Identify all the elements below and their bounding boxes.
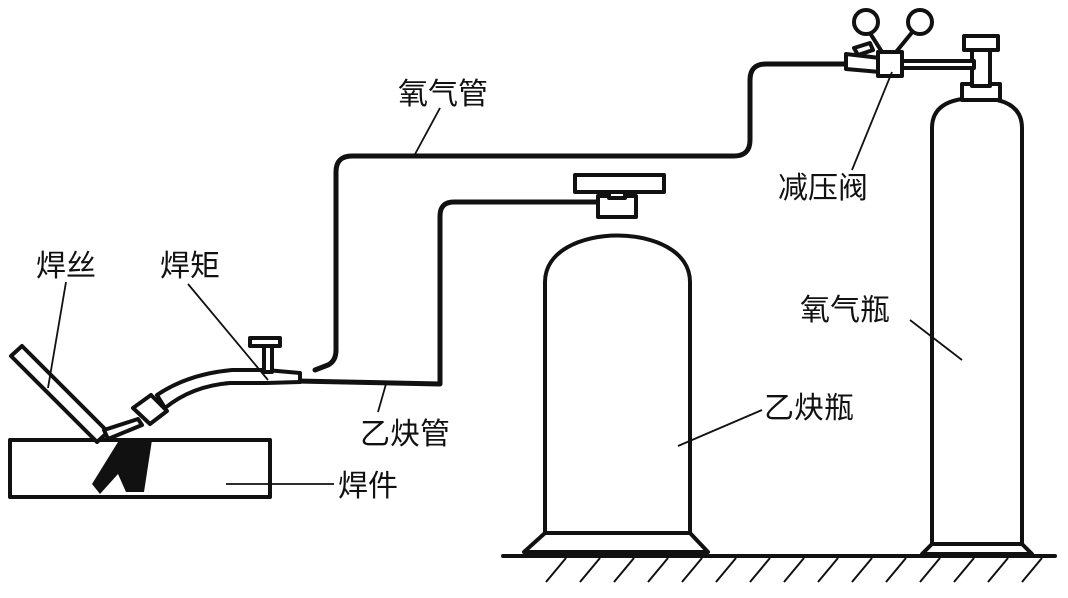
welding-wire: [9, 344, 110, 444]
reducer-adjust-screw: [852, 41, 875, 57]
reducer-body: [876, 50, 904, 78]
torch-tip: [102, 417, 144, 441]
leader-welding-wire: [47, 281, 67, 389]
ground-hatching: [545, 557, 1043, 583]
pressure-reducer: [844, 8, 976, 78]
leader-acetylene-hose: [377, 383, 387, 413]
oxygen-cylinder-base: [920, 542, 1034, 556]
label-oxygen-hose: 氧气管: [398, 77, 488, 112]
reducer-hose-fitting: [844, 52, 882, 74]
oxygen-cylinder: [920, 34, 1034, 556]
torch-valve-knob: [248, 336, 282, 348]
label-pressure-reducer: 减压阀: [778, 171, 868, 206]
label-oxygen-cylinder: 氧气瓶: [800, 293, 890, 328]
ground: [501, 554, 1057, 583]
acetylene-cylinder: [522, 173, 710, 554]
oxygen-hose: [312, 61, 849, 373]
leader-oxygen-hose: [413, 107, 441, 157]
leader-torch: [187, 283, 269, 381]
acetylene-hose: [293, 199, 599, 387]
acetylene-cylinder-body: [543, 233, 692, 535]
reducer-gauge-left: [852, 8, 880, 36]
label-acetylene-cylinder: 乙炔瓶: [764, 391, 854, 426]
workpiece: [8, 438, 272, 499]
acetylene-valve-cap: [573, 173, 666, 194]
weld-seam: [92, 440, 152, 494]
reducer-outlet-pipe: [898, 59, 976, 70]
label-acetylene-hose: 乙炔管: [360, 417, 450, 452]
torch-valve-stem: [262, 344, 274, 374]
torch-handle: [155, 368, 302, 410]
oxygen-cylinder-body: [930, 96, 1024, 546]
reducer-gauge-stem-right: [894, 28, 916, 54]
leader-lines: [47, 71, 963, 485]
acetylene-cylinder-base: [522, 531, 710, 554]
leader-acetylene-cylinder: [677, 409, 763, 447]
torch-nozzle-nut: [131, 393, 169, 426]
label-workpiece: 焊件: [338, 469, 398, 504]
leader-oxygen-cylinder: [909, 319, 963, 361]
label-welding-wire: 焊丝: [36, 249, 96, 284]
label-torch: 焊矩: [160, 249, 220, 284]
reducer-gauge-right: [906, 8, 934, 36]
leader-pressure-reducer: [851, 71, 893, 171]
oxygen-valve-handwheel: [962, 34, 1000, 52]
welding-torch: [102, 336, 302, 441]
